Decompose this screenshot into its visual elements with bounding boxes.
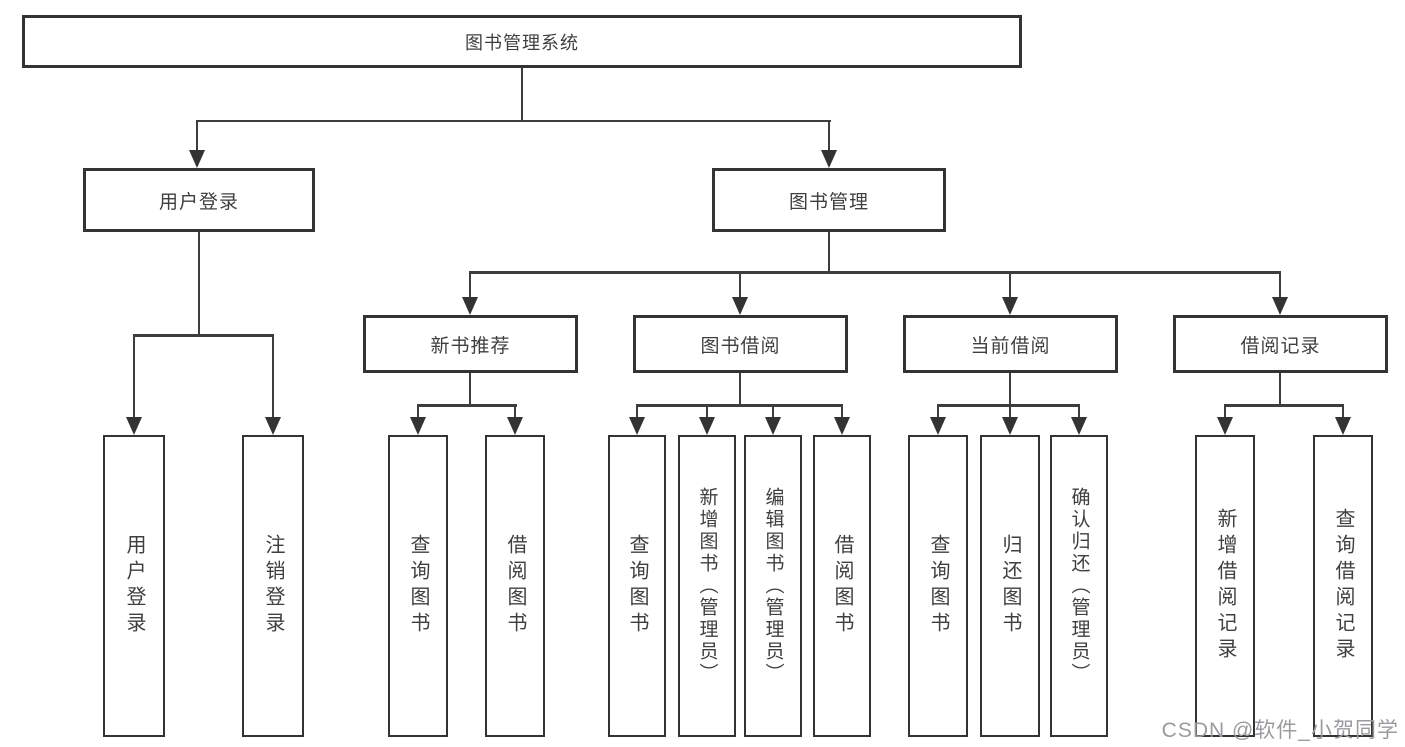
arrow-down-icon (629, 417, 645, 435)
node-book-borrow: 图书借阅 (633, 315, 848, 373)
arrow-down-icon (189, 150, 205, 168)
arrow-down-icon (1272, 297, 1288, 315)
leaf-query-books-recommend: 查询图书 (388, 435, 448, 737)
arrow-down-icon (1335, 417, 1351, 435)
connector-to-leaf (416, 404, 420, 419)
connector-to-leaf (771, 404, 775, 419)
connector-new-book-bar (417, 404, 517, 407)
connector-to-user-login (195, 119, 199, 152)
node-user-login: 用户登录 (83, 168, 315, 232)
leaf-edit-books-admin-label: 编辑图书（管理员） (762, 487, 784, 685)
arrow-down-icon (1002, 417, 1018, 435)
arrow-down-icon (1217, 417, 1233, 435)
arrow-down-icon (507, 417, 523, 435)
arrow-down-icon (126, 417, 142, 435)
leaf-query-books-current: 查询图书 (908, 435, 968, 737)
leaf-user-login: 用户登录 (103, 435, 165, 737)
leaf-return-books-label: 归还图书 (999, 534, 1021, 638)
leaf-query-books-borrow-label: 查询图书 (626, 534, 648, 638)
leaf-borrow-books-recommend: 借阅图书 (485, 435, 545, 737)
connector-root-stub (520, 68, 524, 122)
arrow-down-icon (765, 417, 781, 435)
connector-to-book-borrow (738, 271, 742, 299)
connector-current-borrow-stub (1008, 373, 1012, 406)
connector-to-book-mgmt (827, 119, 831, 152)
leaf-logout: 注销登录 (242, 435, 304, 737)
arrow-down-icon (834, 417, 850, 435)
arrow-down-icon (410, 417, 426, 435)
leaf-add-borrow-record: 新增借阅记录 (1195, 435, 1255, 737)
node-new-book-recommend-label: 新书推荐 (430, 335, 511, 357)
connector-current-borrow-bar (937, 404, 1080, 407)
connector-borrow-record-stub (1278, 373, 1282, 406)
leaf-borrow-books: 借阅图书 (813, 435, 871, 737)
arrow-down-icon (821, 150, 837, 168)
leaf-return-books: 归还图书 (980, 435, 1040, 737)
connector-book-borrow-bar (636, 404, 843, 407)
connector-to-leaf (1341, 404, 1345, 419)
node-new-book-recommend: 新书推荐 (363, 315, 578, 373)
leaf-confirm-return-admin-label: 确认归还（管理员） (1068, 487, 1090, 685)
connector-to-leaf (1008, 404, 1012, 419)
leaf-query-books-recommend-label: 查询图书 (407, 534, 429, 638)
node-library-system-label: 图书管理系统 (465, 32, 579, 53)
connector-book-borrow-stub (738, 373, 742, 406)
leaf-add-books-admin-label: 新增图书（管理员） (696, 487, 718, 685)
leaf-add-books-admin: 新增图书（管理员） (678, 435, 736, 737)
connector-to-leaf (1077, 404, 1081, 419)
connector-to-new-book (468, 271, 472, 299)
connector-book-mgmt-stub (827, 232, 831, 274)
arrow-down-icon (930, 417, 946, 435)
node-book-management: 图书管理 (712, 168, 946, 232)
connector-to-current-borrow (1008, 271, 1012, 299)
connector-root-bar (196, 119, 831, 122)
leaf-query-borrow-record-label: 查询借阅记录 (1332, 508, 1354, 664)
connector-to-borrow-record (1278, 271, 1282, 299)
connector-book-mgmt-bar (469, 271, 1281, 274)
node-library-system: 图书管理系统 (22, 15, 1022, 68)
arrow-down-icon (699, 417, 715, 435)
leaf-confirm-return-admin: 确认归还（管理员） (1050, 435, 1108, 737)
arrow-down-icon (1002, 297, 1018, 315)
leaf-query-borrow-record: 查询借阅记录 (1313, 435, 1373, 737)
connector-to-leaf (705, 404, 709, 419)
node-current-borrow: 当前借阅 (903, 315, 1118, 373)
arrow-down-icon (265, 417, 281, 435)
leaf-borrow-books-label: 借阅图书 (831, 534, 853, 638)
connector-to-leaf (936, 404, 940, 419)
connector-user-login-stub (197, 232, 201, 336)
connector-to-leaf (635, 404, 639, 419)
connector-to-leaf (271, 334, 275, 419)
arrow-down-icon (732, 297, 748, 315)
connector-to-leaf (840, 404, 844, 419)
node-book-management-label: 图书管理 (788, 191, 869, 213)
node-current-borrow-label: 当前借阅 (970, 335, 1051, 357)
connector-to-leaf (513, 404, 517, 419)
csdn-watermark: CSDN @软件_小贺同学 (1161, 719, 1399, 742)
connector-user-login-bar (133, 334, 274, 337)
node-book-borrow-label: 图书借阅 (700, 335, 781, 357)
connector-new-book-stub (468, 373, 472, 406)
leaf-user-login-label: 用户登录 (123, 534, 145, 638)
leaf-add-borrow-record-label: 新增借阅记录 (1214, 508, 1236, 664)
connector-to-leaf (1223, 404, 1227, 419)
leaf-edit-books-admin: 编辑图书（管理员） (744, 435, 802, 737)
leaf-query-books-current-label: 查询图书 (927, 534, 949, 638)
leaf-logout-label: 注销登录 (262, 534, 284, 638)
node-borrow-record: 借阅记录 (1173, 315, 1388, 373)
connector-borrow-record-bar (1224, 404, 1344, 407)
arrow-down-icon (1071, 417, 1087, 435)
leaf-borrow-books-recommend-label: 借阅图书 (504, 534, 526, 638)
node-borrow-record-label: 借阅记录 (1240, 335, 1321, 357)
arrow-down-icon (462, 297, 478, 315)
leaf-query-books-borrow: 查询图书 (608, 435, 666, 737)
node-user-login-label: 用户登录 (158, 191, 239, 213)
connector-to-leaf (132, 334, 136, 419)
